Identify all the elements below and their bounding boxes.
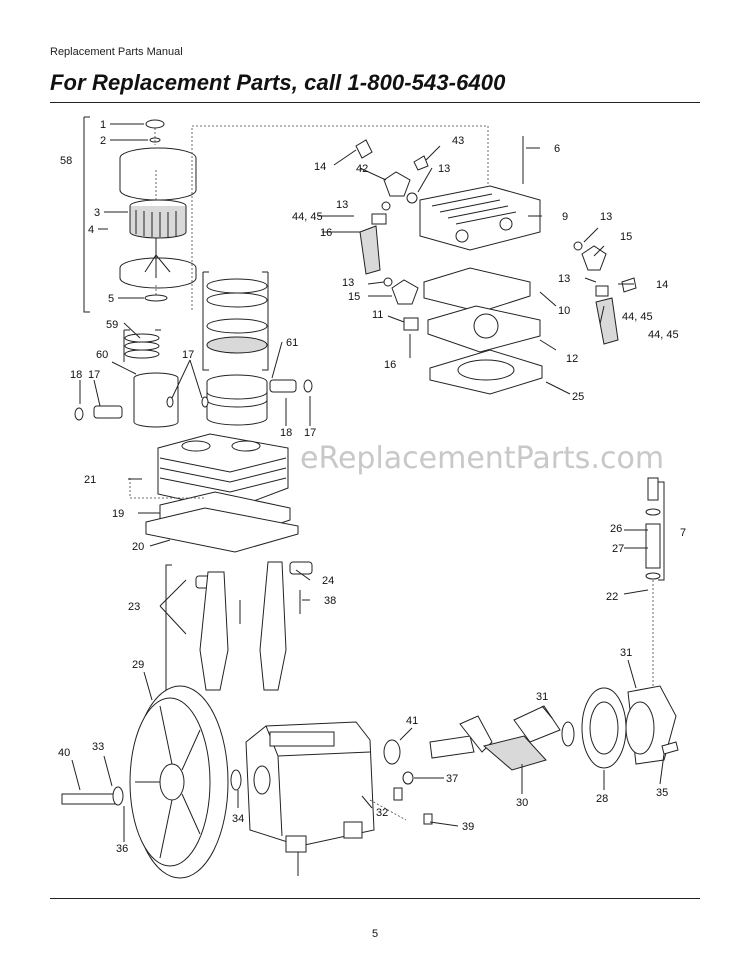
label-60: 60 bbox=[96, 349, 108, 361]
label-4: 4 bbox=[88, 224, 94, 236]
page-number: 5 bbox=[371, 928, 379, 940]
label-13a: 13 bbox=[438, 163, 450, 175]
label-14a: 14 bbox=[314, 161, 326, 173]
label-17b: 17 bbox=[88, 369, 100, 381]
label-13c: 13 bbox=[600, 211, 612, 223]
piston-assembly bbox=[74, 271, 313, 428]
head-assembly bbox=[191, 125, 637, 395]
label-15a: 15 bbox=[620, 231, 632, 243]
label-27: 22 bbox=[606, 591, 618, 603]
label-44-45a: 44, 45 bbox=[292, 211, 323, 223]
watermark: eReplacementParts.com bbox=[300, 441, 664, 476]
cylinder bbox=[129, 433, 299, 553]
label-1: 1 bbox=[100, 119, 106, 131]
label-40: 33 bbox=[92, 741, 104, 753]
label-32: 30 bbox=[516, 797, 528, 809]
label-9: 9 bbox=[562, 211, 568, 223]
label-23: 24 bbox=[322, 575, 334, 587]
label-10: 10 bbox=[558, 305, 570, 317]
bottom-divider bbox=[50, 898, 700, 899]
label-44-45b: 44, 45 bbox=[622, 311, 653, 323]
label-25: 26 bbox=[610, 523, 622, 535]
page-title: For Replacement Parts, call 1-800-543-64… bbox=[50, 70, 506, 95]
label-11: 12 bbox=[566, 353, 578, 365]
label-7: 27 bbox=[612, 543, 624, 555]
label-19: 19 bbox=[112, 508, 124, 520]
label-43: 43 bbox=[452, 135, 464, 147]
label-31b: 41 bbox=[406, 715, 418, 727]
top-divider bbox=[50, 102, 700, 103]
label-16a: 16 bbox=[320, 227, 332, 239]
manual-header: Replacement Parts Manual bbox=[50, 46, 183, 58]
label-38: 29 bbox=[132, 659, 144, 671]
label-15b: 15 bbox=[348, 291, 360, 303]
label-33: 37 bbox=[446, 773, 458, 785]
label-17a: 17 bbox=[182, 349, 194, 361]
leader-arrows bbox=[71, 123, 665, 876]
label-39: 36 bbox=[116, 843, 128, 855]
label-3: 3 bbox=[94, 207, 100, 219]
label-37: 34 bbox=[232, 813, 244, 825]
label-58: 58 bbox=[60, 155, 72, 167]
drain-valve bbox=[645, 477, 665, 690]
label-30: 28 bbox=[596, 793, 608, 805]
label-28: 35 bbox=[656, 787, 668, 799]
label-13b: 13 bbox=[336, 199, 348, 211]
label-24: 38 bbox=[324, 595, 336, 607]
label-20: 20 bbox=[132, 541, 144, 553]
connecting-rods bbox=[165, 561, 313, 696]
label-13d: 13 bbox=[342, 277, 354, 289]
label-41: 40 bbox=[58, 747, 70, 759]
label-26: 7 bbox=[680, 527, 686, 539]
label-13e: 13 bbox=[558, 273, 570, 285]
label-21: 21 bbox=[84, 474, 96, 486]
label-44-45c: 16 bbox=[384, 359, 396, 371]
part-labels: 1 2 58 3 4 5 59 60 17 18 17 61 18 17 21 … bbox=[58, 119, 686, 855]
label-13f: 11 bbox=[372, 309, 383, 321]
label-5: 5 bbox=[108, 293, 114, 305]
label-18a: 18 bbox=[70, 369, 82, 381]
label-59: 59 bbox=[106, 319, 118, 331]
label-31a: 31 bbox=[536, 691, 548, 703]
label-61: 61 bbox=[286, 337, 298, 349]
label-2: 2 bbox=[100, 135, 106, 147]
label-6: 6 bbox=[554, 143, 560, 155]
label-12: 25 bbox=[572, 391, 584, 403]
label-34: 32 bbox=[376, 807, 388, 819]
label-16b: 44, 45 bbox=[648, 329, 679, 341]
label-35: 39 bbox=[462, 821, 474, 833]
label-17c: 17 bbox=[304, 427, 316, 439]
air-filter-assembly bbox=[83, 116, 197, 313]
label-18b: 18 bbox=[280, 427, 292, 439]
label-42: 42 bbox=[356, 163, 368, 175]
crankcase-assembly bbox=[61, 685, 679, 879]
label-29: 31 bbox=[620, 647, 632, 659]
label-14b: 14 bbox=[656, 279, 668, 291]
label-22: 23 bbox=[128, 601, 140, 613]
